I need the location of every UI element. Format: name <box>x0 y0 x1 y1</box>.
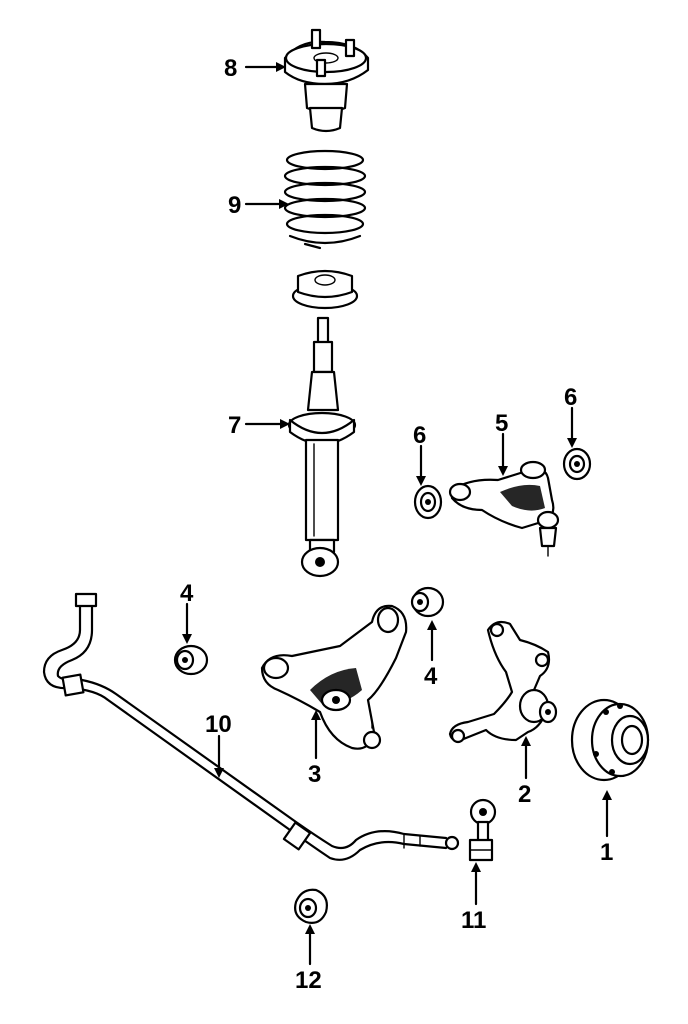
callout-12: 12 <box>295 967 322 994</box>
shock-absorber-strut-icon[interactable] <box>287 316 357 578</box>
wheel-hub-bearing-icon[interactable] <box>570 698 650 782</box>
callout-8: 8 <box>224 55 237 82</box>
lower-arm-bushing-right-icon[interactable] <box>410 586 445 618</box>
lower-control-arm-icon[interactable] <box>260 604 408 750</box>
callout-10: 10 <box>205 711 232 738</box>
callout-1: 1 <box>600 839 613 866</box>
leader-lines <box>182 62 612 966</box>
callout-labels: 8 9 7 6 5 6 4 4 3 2 1 10 11 12 <box>180 55 613 994</box>
callout-2: 2 <box>518 781 531 808</box>
callout-7: 7 <box>228 412 241 439</box>
upper-arm-bushing-right-icon[interactable] <box>562 447 592 481</box>
upper-control-arm-icon[interactable] <box>448 460 560 557</box>
callout-5: 5 <box>495 410 508 437</box>
lower-arm-bushing-left-icon[interactable] <box>173 644 209 676</box>
spring-seat-icon <box>291 269 359 310</box>
callout-4-left: 4 <box>180 580 194 607</box>
strut-mount-icon[interactable] <box>283 28 370 133</box>
steering-knuckle-icon[interactable] <box>448 620 558 744</box>
callout-4-right: 4 <box>424 663 438 690</box>
stabilizer-link-icon[interactable] <box>468 798 497 862</box>
callout-9: 9 <box>228 192 241 219</box>
stabilizer-bar-icon[interactable] <box>42 592 460 861</box>
upper-arm-bushing-left-icon[interactable] <box>413 484 443 520</box>
coil-spring-icon[interactable] <box>283 149 367 250</box>
callout-3: 3 <box>308 761 321 788</box>
stabilizer-bushing-icon[interactable] <box>294 888 328 924</box>
callout-6-left: 6 <box>413 422 426 449</box>
callout-6-right: 6 <box>564 384 577 411</box>
callout-11: 11 <box>461 907 486 934</box>
